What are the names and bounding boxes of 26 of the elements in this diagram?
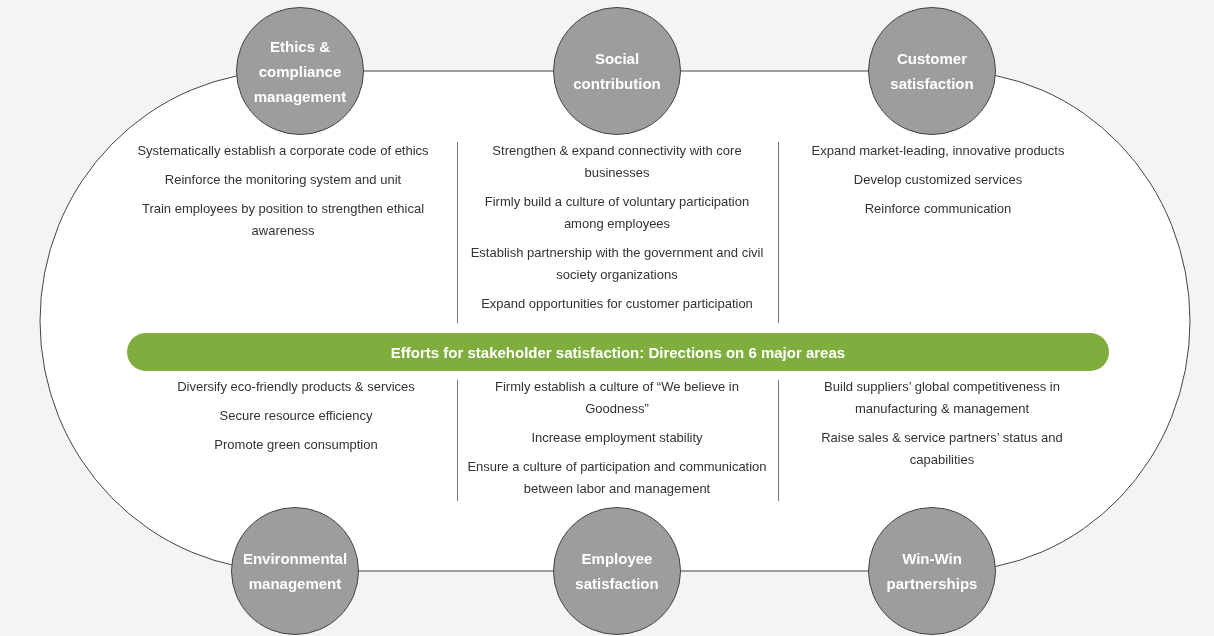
area-title: Ethics & compliance management [252, 36, 348, 107]
direction-item: Expand market-leading, innovative products [811, 143, 1065, 158]
direction-item: Build suppliers’ global competitiveness in manufacturing & management [824, 379, 1060, 416]
direction-item: Firmly establish a culture of “We believe in Goodness” [495, 379, 739, 416]
direction-item: Promote green consumption [214, 437, 378, 452]
direction-item: Reinforce communication [864, 201, 1012, 216]
banner [127, 333, 1109, 371]
direction-item: Raise sales & service partners’ status and capabilities [821, 430, 1063, 467]
area-title: Win-Win partnerships [885, 549, 979, 594]
area-title: Social contribution [572, 49, 662, 94]
area-title: Environmental management [241, 549, 349, 594]
direction-item: Secure resource efficiency [219, 408, 373, 423]
area-title: Customer satisfaction [889, 49, 975, 94]
direction-item: Firmly build a culture of voluntary participation among employees [484, 194, 750, 231]
banner-title: Efforts for stakeholder satisfaction: Directions on 6 major areas [390, 343, 846, 361]
direction-item: Establish partnership with the government and civil society organizations [470, 245, 764, 282]
area-title: Employee satisfaction [574, 549, 660, 594]
direction-item: Develop customized services [853, 172, 1023, 187]
direction-item: Diversify eco-friendly products & services [177, 379, 415, 394]
direction-item: Reinforce the monitoring system and unit [164, 172, 402, 187]
direction-item: Systematically establish a corporate code of ethics [137, 143, 429, 158]
direction-item: Strengthen & expand connectivity with core businesses [492, 143, 742, 180]
direction-item: Ensure a culture of participation and communication between labor and management [467, 459, 767, 496]
direction-item: Train employees by position to strengthen ethical awareness [141, 201, 425, 238]
direction-item: Expand opportunities for customer participation [481, 296, 753, 311]
direction-item: Increase employment stability [531, 430, 703, 445]
